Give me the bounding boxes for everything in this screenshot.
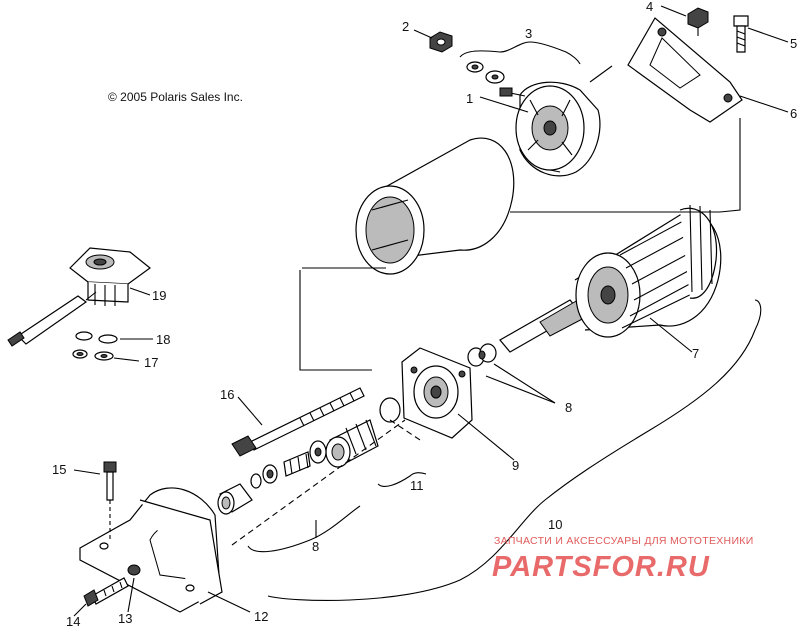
leader-lines: [73, 5, 789, 617]
callout-3: 3: [525, 26, 532, 41]
callout-19: 19: [152, 288, 166, 303]
callout-labels: 1 2 3 4 5 6 7 8 8 9 10 11 12 13 14 15 16…: [52, 0, 797, 627]
watermark-subtitle: ЗАПЧАСТИ И АКСЕССУАРЫ ДЛЯ МОТОТЕХНИКИ: [494, 535, 754, 547]
callout-2: 2: [402, 19, 409, 34]
bottom-bracket: [79, 487, 223, 613]
callout-7: 7: [692, 346, 699, 361]
rear-end-cap: [499, 65, 613, 177]
callout-14: 14: [66, 614, 80, 627]
alignment-lines: [231, 118, 741, 546]
brace-3: [459, 41, 581, 65]
brace-11: [377, 472, 427, 487]
washers-3: [466, 61, 505, 84]
bolt-14: [83, 577, 129, 607]
callout-12: 12: [254, 609, 268, 624]
callout-6: 6: [790, 106, 797, 121]
copyright-text: © 2005 Polaris Sales Inc.: [108, 90, 243, 104]
watermark-brand: PARTSFOR.RU: [492, 551, 710, 583]
callout-8-lower: 8: [312, 539, 319, 554]
nut-2: [429, 31, 453, 53]
bolt-5: [733, 15, 749, 53]
watermark: ЗАПЧАСТИ И АКСЕССУАРЫ ДЛЯ МОТОТЕХНИКИ PA…: [492, 535, 754, 583]
solenoid-assembly: [7, 247, 151, 347]
callout-8-upper: 8: [565, 400, 572, 415]
drive-pinion-parts: [250, 397, 401, 489]
thrust-washers-8: [467, 343, 497, 367]
callout-16: 16: [220, 387, 234, 402]
callout-10: 10: [548, 517, 562, 532]
callout-13: 13: [118, 611, 132, 626]
through-bolt: [231, 387, 365, 457]
washer-set: [72, 331, 118, 361]
drive-end-housing: [401, 347, 473, 439]
bushing: [217, 483, 253, 515]
callout-15: 15: [52, 462, 66, 477]
callout-18: 18: [156, 332, 170, 347]
motor-housing: [355, 137, 515, 275]
callout-4: 4: [646, 0, 653, 14]
callout-1: 1: [466, 91, 473, 106]
brace-10: [267, 299, 762, 601]
bolt-15: [103, 461, 117, 540]
brace-8-lower: [247, 505, 361, 553]
callout-17: 17: [144, 355, 158, 370]
bolt-4: [687, 7, 709, 36]
callout-11: 11: [410, 478, 424, 493]
armature: [499, 204, 722, 353]
callout-9: 9: [512, 458, 519, 473]
mounting-bracket-6: [627, 17, 743, 123]
callout-5: 5: [790, 36, 797, 51]
